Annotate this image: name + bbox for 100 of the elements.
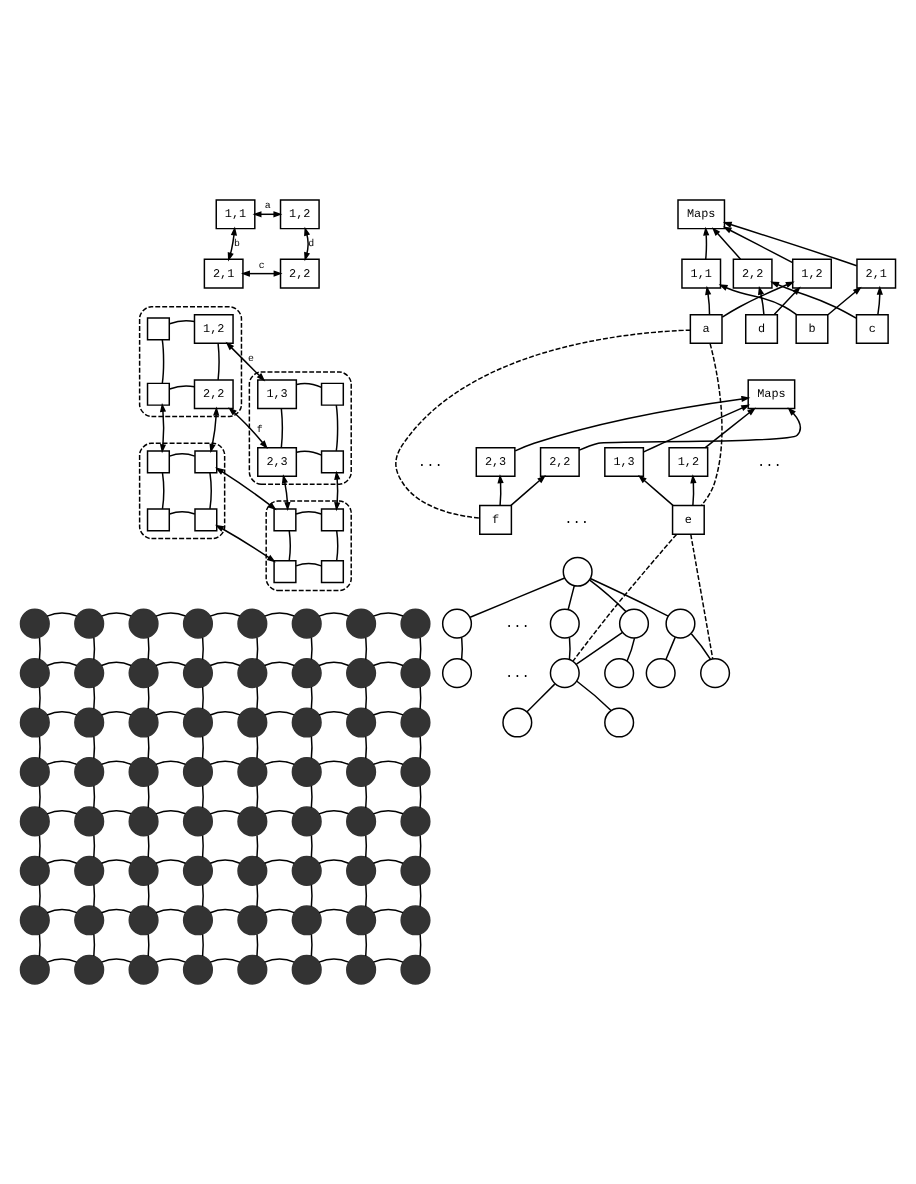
connector: [419, 686, 422, 710]
connector: [372, 612, 404, 617]
arrow: [497, 474, 504, 507]
connector: [318, 809, 350, 815]
node-circle: [291, 608, 322, 639]
connector: [201, 686, 204, 710]
node-circle: [237, 954, 268, 985]
node-circle: [400, 855, 431, 886]
connector: [38, 884, 41, 908]
connector: [256, 735, 259, 760]
arrow: [704, 407, 756, 449]
node-circle: [346, 658, 377, 689]
connector: [263, 809, 295, 815]
connector: [147, 785, 150, 809]
connector: [318, 661, 350, 667]
node-circle: [128, 658, 159, 689]
connector: [256, 933, 259, 957]
connector: [310, 884, 313, 908]
connector: [310, 785, 313, 809]
connector: [147, 834, 150, 858]
node-circle: [128, 905, 159, 936]
connector: [419, 735, 422, 760]
connector: [155, 760, 187, 766]
node-circle: [346, 806, 377, 837]
node-box: [273, 508, 297, 532]
connector: [568, 636, 571, 661]
connector: [626, 637, 636, 662]
connector: [576, 680, 612, 712]
node-circle: [618, 608, 650, 639]
connector: [209, 612, 241, 617]
node-circle: [400, 756, 431, 788]
arrow: [227, 226, 238, 262]
connector: [335, 404, 339, 452]
node-circle: [291, 905, 322, 936]
connector: [419, 884, 422, 908]
arrow: [705, 285, 712, 316]
connector: [209, 908, 241, 914]
arrow: [215, 524, 276, 563]
connector: [155, 908, 187, 914]
connector: [372, 958, 404, 963]
connector: [147, 735, 150, 760]
connector: [100, 958, 132, 963]
node-box: [146, 508, 170, 532]
arrow: [281, 474, 291, 511]
connector: [93, 834, 96, 858]
connector: [46, 859, 78, 865]
connector: [318, 859, 350, 865]
node-circle: [604, 707, 635, 738]
connector: [665, 636, 676, 661]
connector: [335, 530, 339, 562]
connector: [365, 884, 368, 908]
connector: [168, 320, 196, 325]
connector: [38, 834, 41, 858]
connector: [209, 661, 241, 667]
node-circle: [346, 954, 377, 985]
arrow: [827, 286, 862, 316]
node-circle: [182, 855, 214, 886]
connector: [161, 472, 165, 510]
node-circle: [700, 658, 731, 689]
node-circle: [182, 954, 214, 985]
connector: [209, 958, 241, 963]
arrow: [642, 404, 751, 453]
connector: [201, 636, 204, 661]
node-circle: [237, 756, 268, 788]
node-circle: [400, 608, 431, 639]
connector: [419, 834, 422, 858]
connector: [263, 958, 295, 963]
node-circle: [237, 855, 268, 886]
connector: [365, 933, 368, 957]
node-circle: [128, 608, 159, 639]
node-box: [194, 508, 218, 532]
node-circle: [74, 905, 105, 936]
node-circle: [74, 954, 105, 985]
connector: [310, 933, 313, 957]
connector: [256, 785, 259, 809]
connector: [209, 711, 241, 716]
node-box: [320, 382, 345, 406]
connector: [365, 735, 368, 760]
arrow: [510, 475, 546, 507]
connector: [93, 636, 96, 661]
connector: [263, 711, 295, 716]
node-circle: [441, 658, 473, 689]
node-circle: [346, 608, 377, 639]
node-box: [273, 560, 297, 584]
connector: [310, 834, 313, 858]
connector: [209, 760, 241, 766]
connector: [201, 834, 204, 858]
node-circle: [128, 806, 159, 837]
connector: [168, 453, 196, 457]
connector: [100, 760, 132, 766]
connector: [700, 342, 723, 506]
arrow: [703, 226, 710, 260]
connector: [201, 884, 204, 908]
connector: [209, 809, 241, 815]
arrow: [225, 341, 266, 382]
connector: [263, 661, 295, 667]
node-circle: [400, 954, 431, 985]
connector: [100, 908, 132, 914]
connector: [588, 579, 627, 613]
connector: [395, 329, 692, 519]
